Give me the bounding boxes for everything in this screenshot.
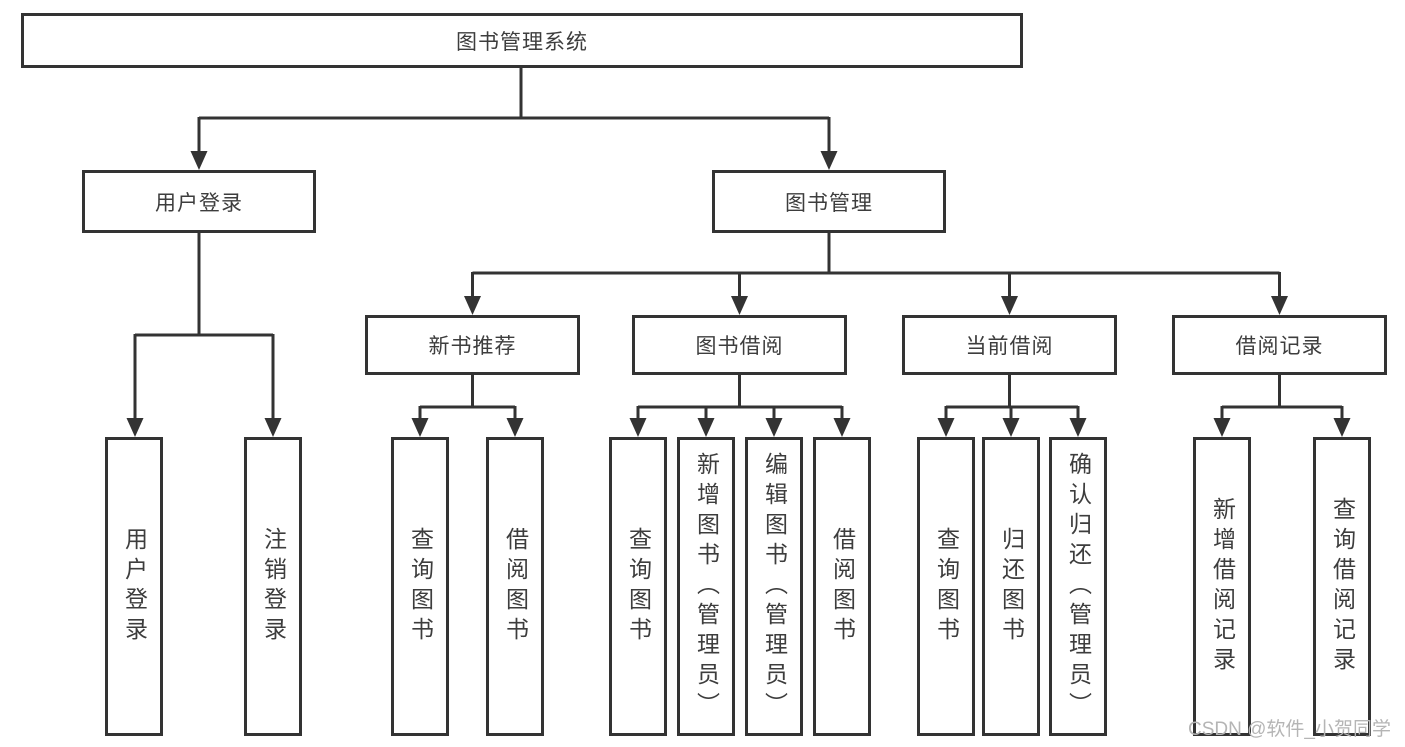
edge-borrow-records-children — [1213, 375, 1351, 437]
csdn-watermark: CSDN @软件_小贺同学 — [1188, 719, 1391, 740]
leaf-edit-books-admin: 编辑图书（管理员） — [745, 437, 803, 736]
node-new-book-recommend: 新书推荐 — [365, 315, 580, 375]
leaf-add-books-admin: 新增图书（管理员） — [677, 437, 735, 736]
leaf-borrow-query-books: 查询图书 — [609, 437, 667, 736]
edge-current-borrow-children — [937, 375, 1087, 437]
edge-book-borrow-children — [629, 375, 851, 437]
leaf-newbook-borrow-books: 借阅图书 — [486, 437, 544, 736]
edge-new-books-children — [411, 375, 524, 437]
edge-user-login-children — [126, 233, 282, 437]
leaf-confirm-return-admin: 确认归还（管理员） — [1049, 437, 1107, 736]
leaf-user-login: 用户登录 — [105, 437, 163, 736]
node-user-login: 用户登录 — [82, 170, 316, 233]
edge-root-to-level2 — [190, 67, 838, 170]
leaf-add-borrow-record: 新增借阅记录 — [1193, 437, 1251, 736]
leaf-newbook-query-books: 查询图书 — [391, 437, 449, 736]
leaf-query-borrow-record: 查询借阅记录 — [1313, 437, 1371, 736]
node-borrowing-records: 借阅记录 — [1172, 315, 1387, 375]
leaf-current-query-books: 查询图书 — [917, 437, 975, 736]
leaf-borrow-books: 借阅图书 — [813, 437, 871, 736]
leaf-logout: 注销登录 — [244, 437, 302, 736]
leaf-return-books: 归还图书 — [982, 437, 1040, 736]
node-book-borrowing: 图书借阅 — [632, 315, 847, 375]
edge-book-mgmt-children — [464, 233, 1288, 315]
node-current-borrowing: 当前借阅 — [902, 315, 1117, 375]
node-library-management-system: 图书管理系统 — [21, 13, 1023, 68]
node-book-management: 图书管理 — [712, 170, 946, 233]
